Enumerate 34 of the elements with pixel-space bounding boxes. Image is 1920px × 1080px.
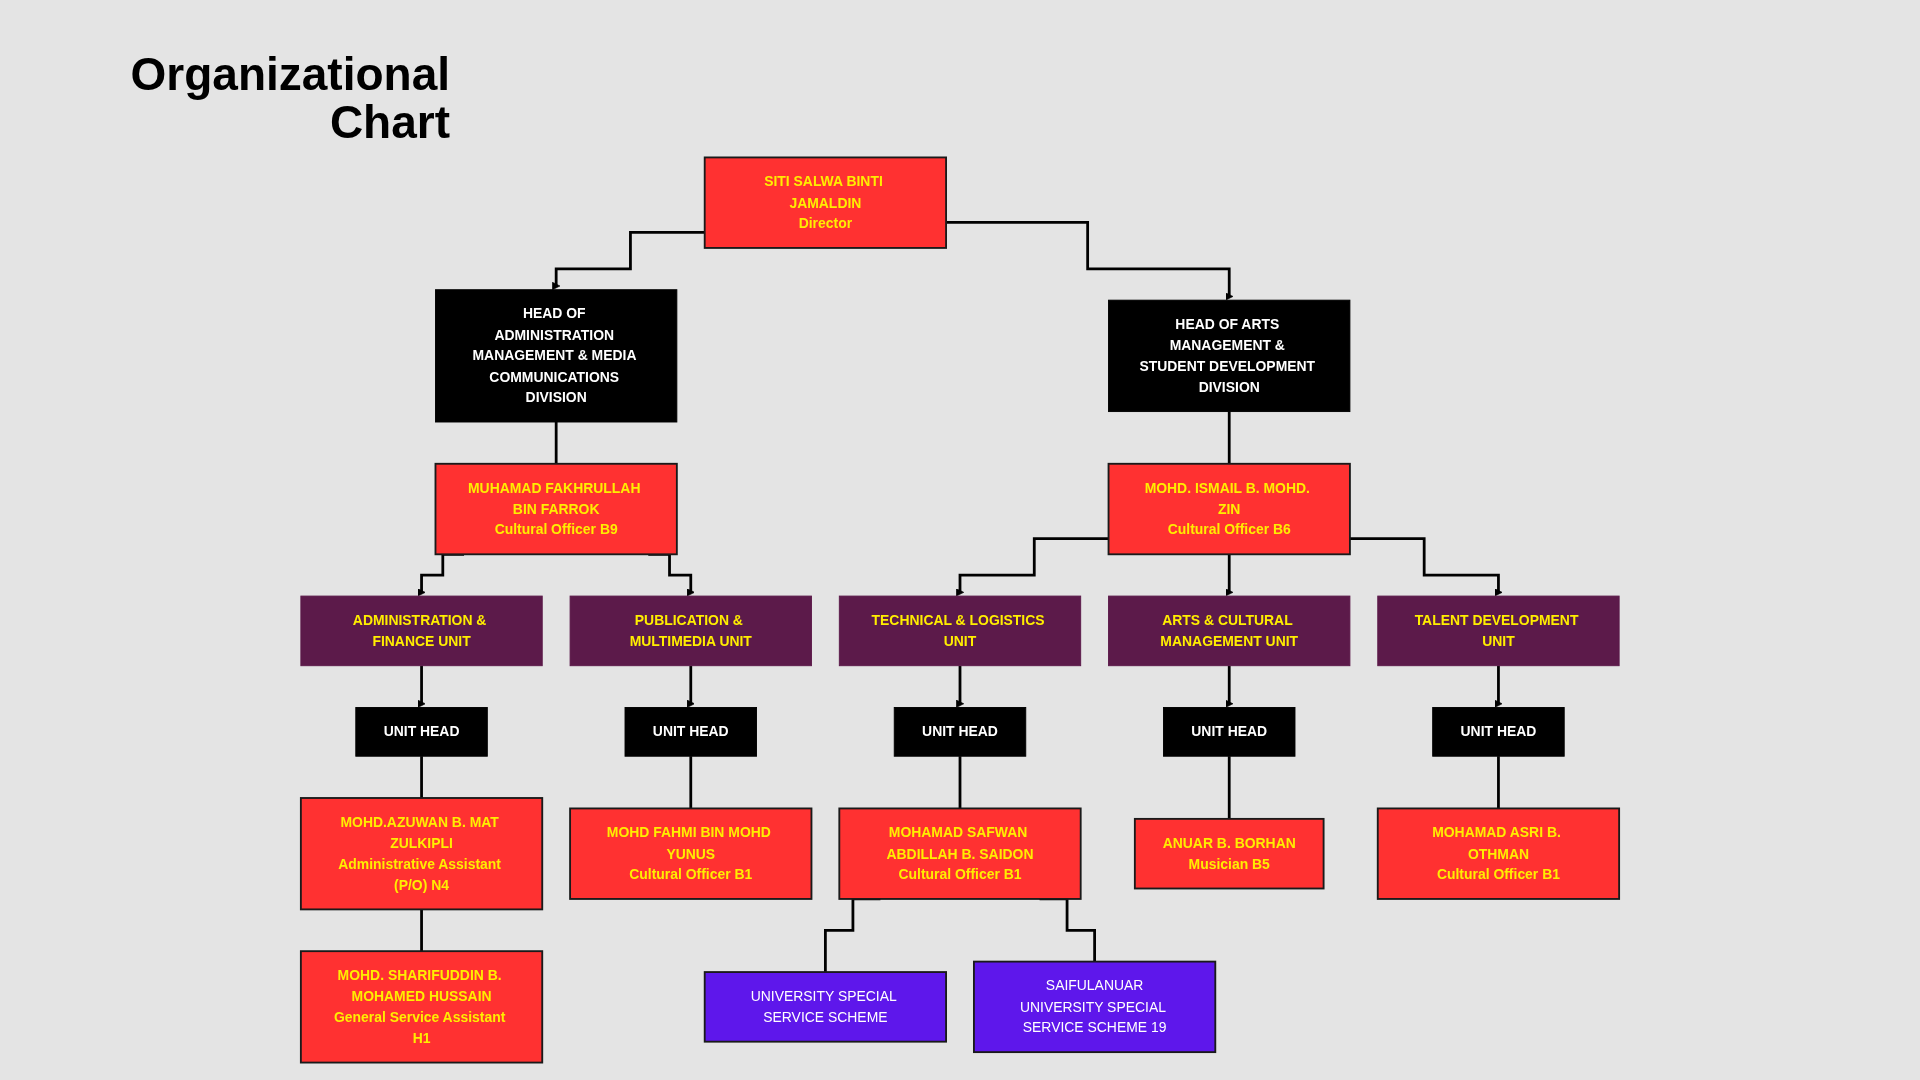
node-box: MOHAMAD SAFWAN ABDILLAH B. SAIDON Cultural Officer B1 (838, 807, 1082, 900)
node-box: UNIT HEAD (1163, 707, 1296, 757)
arrow (946, 221, 1234, 301)
arrow (1494, 664, 1503, 708)
node-box: MOHD.AZUWAN B. MAT ZULKIPLI Administrative Assistant (P/O) N4 (299, 797, 544, 911)
node-box: HEAD OF ARTS MANAGEMENT & STUDENT DEVELOPMENT DIVISION (1108, 299, 1351, 413)
node-box: MOHD FAHMI BIN MOHD YUNUS Cultural Officer B1 (569, 807, 813, 900)
connector (420, 908, 423, 953)
arrow (955, 664, 965, 708)
node-box: UNIT HEAD (1432, 707, 1565, 757)
node-box: ARTS & CULTURAL MANAGEMENT UNIT (1108, 595, 1351, 667)
node-box: TECHNICAL & LOGISTICS UNIT (838, 595, 1082, 667)
node-box: ADMINISTRATION & FINANCE UNIT (300, 595, 543, 667)
node-box: PUBLICATION & MULTIMEDIA UNIT (569, 595, 812, 667)
node-box: HEAD OF ADMINISTRATION MANAGEMENT & MEDIA COMMUNICATIONS DIVISION (435, 289, 678, 423)
node-box: SAIFULANUAR UNIVERSITY SPECIAL SERVICE SCHEME 19 (973, 960, 1217, 1054)
node-box: MOHAMAD ASRI B. OTHMAN Cultural Officer B1 (1376, 807, 1621, 900)
node-box: UNIT HEAD (893, 707, 1027, 757)
chart-title: Organizational Chart (129, 50, 450, 146)
node-box: MUHAMAD FAKHRULLAH BIN FARROK Cultural Officer B9 (434, 462, 678, 556)
node-box: MOHD. SHARIFUDDIN B. MOHAMED HUSSAIN General Service Assistant H1 (299, 950, 544, 1064)
node-box: TALENT DEVELOPMENT UNIT (1377, 595, 1620, 667)
node-box: SITI SALWA BINTI JAMALDIN Director (703, 156, 947, 249)
node-box: UNIVERSITY SPECIAL SERVICE SCHEME (703, 971, 947, 1043)
node-box: ANUAR B. BORHAN Musician B5 (1133, 817, 1325, 890)
arrow (552, 230, 705, 291)
arrow (1349, 537, 1503, 597)
arrow (1225, 664, 1234, 708)
node-box: MOHD. ISMAIL B. MOHD. ZIN Cultural Officer B6 (1107, 462, 1351, 556)
arrow (686, 664, 695, 708)
node-box: UNIT HEAD (624, 707, 757, 757)
arrow (417, 664, 426, 708)
node-box: UNIT HEAD (355, 707, 488, 757)
arrow (955, 537, 1109, 597)
